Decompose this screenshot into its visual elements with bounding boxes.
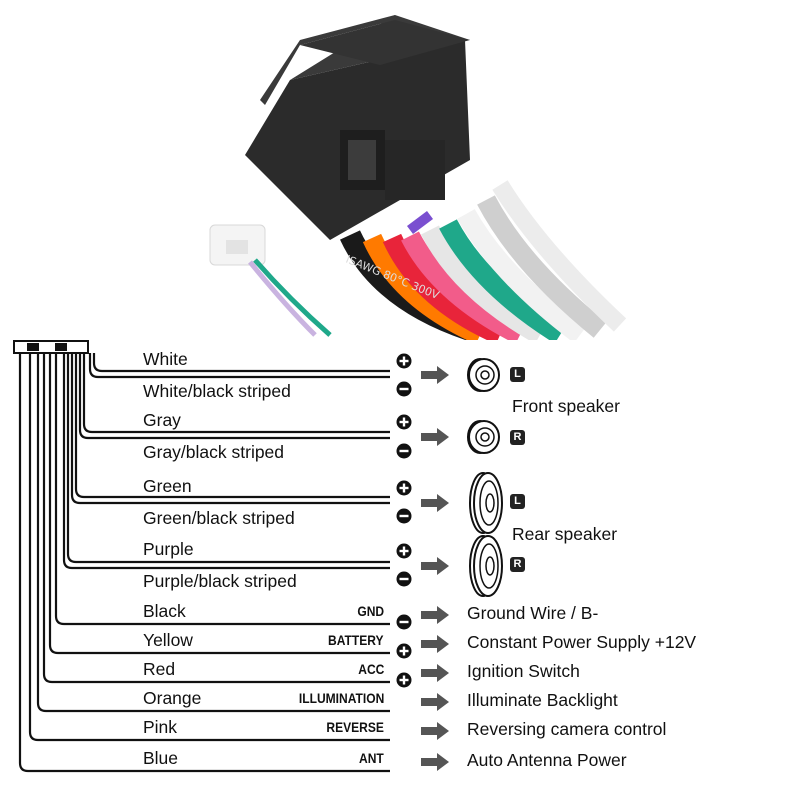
tweeter-speaker-icon-front-right bbox=[467, 420, 500, 454]
wire-label-white-black: White/black striped bbox=[143, 381, 291, 401]
arrow-right-icon-power-0 bbox=[421, 606, 449, 624]
speaker-side-badge-rear-left: L bbox=[510, 494, 525, 509]
power-wire-line-4 bbox=[28, 353, 390, 742]
destination-label-antenna: Auto Antenna Power bbox=[467, 750, 627, 770]
wire-label-yellow: Yellow bbox=[143, 630, 193, 650]
terminal-icon-power-0 bbox=[396, 614, 412, 630]
speaker-wire-line-6 bbox=[66, 353, 390, 564]
positive-terminal-icon-3 bbox=[396, 543, 412, 559]
function-label-acc: ACC bbox=[357, 661, 384, 677]
arrow-right-icon-power-3 bbox=[421, 693, 449, 711]
power-wire-line-2 bbox=[42, 353, 390, 684]
rear-speaker-label: Rear speaker bbox=[512, 524, 618, 544]
front-speaker-label: Front speaker bbox=[512, 396, 620, 416]
wire-label-white: White bbox=[143, 349, 188, 369]
positive-terminal-icon-1 bbox=[396, 414, 412, 430]
destination-label-reverse-camera: Reversing camera control bbox=[467, 719, 667, 739]
destination-label-ground: Ground Wire / B- bbox=[467, 603, 599, 623]
arrow-right-icon-power-1 bbox=[421, 635, 449, 653]
arrow-right-icon-front-left bbox=[421, 366, 449, 384]
speaker-wire-line-1 bbox=[88, 353, 390, 379]
wire-label-green-black: Green/black striped bbox=[143, 508, 295, 528]
positive-terminal-icon-0 bbox=[396, 353, 412, 369]
arrow-right-icon-rear-right bbox=[421, 557, 449, 575]
wire-label-gray-black: Gray/black striped bbox=[143, 442, 285, 462]
negative-terminal-icon-0 bbox=[396, 381, 412, 397]
wire-label-orange: Orange bbox=[143, 688, 202, 708]
wire-label-black: Black bbox=[143, 601, 186, 621]
arrow-right-icon-power-4 bbox=[421, 722, 449, 740]
negative-terminal-icon-2 bbox=[396, 508, 412, 524]
harness-wires-bundle bbox=[340, 180, 627, 340]
arrow-right-icon-rear-left bbox=[421, 494, 449, 512]
function-label-ant: ANT bbox=[359, 750, 384, 766]
oval-speaker-icon-rear-left bbox=[469, 472, 503, 534]
negative-terminal-icon-3 bbox=[396, 571, 412, 587]
power-wire-line-3 bbox=[36, 353, 390, 713]
speaker-wire-line-2 bbox=[82, 353, 390, 434]
wire-label-red: Red bbox=[143, 659, 176, 679]
arrow-right-icon-power-2 bbox=[421, 664, 449, 682]
speaker-wire-line-5 bbox=[70, 353, 390, 505]
tweeter-speaker-icon-front-left bbox=[467, 358, 500, 392]
wire-label-green: Green bbox=[143, 476, 192, 496]
destination-label-ignition: Ignition Switch bbox=[467, 661, 580, 681]
harness-connector-photo: ISAWG 80°C 300V bbox=[0, 0, 800, 340]
function-label-reverse: REVERSE bbox=[326, 719, 384, 735]
arrow-right-icon-power-5 bbox=[421, 753, 449, 771]
positive-terminal-icon-2 bbox=[396, 480, 412, 496]
terminal-icon-power-1 bbox=[396, 643, 412, 659]
oval-speaker-icon-rear-right bbox=[469, 535, 503, 597]
function-label-gnd: GND bbox=[357, 603, 384, 619]
arrow-right-icon-front-right bbox=[421, 428, 449, 446]
terminal-icon-power-2 bbox=[396, 672, 412, 688]
harness-connector bbox=[245, 15, 470, 240]
destination-label-backlight: Illuminate Backlight bbox=[467, 690, 618, 710]
wire-label-purple: Purple bbox=[143, 539, 194, 559]
function-label-illumination: ILLUMINATION bbox=[298, 690, 384, 706]
small-white-plug bbox=[209, 224, 332, 337]
negative-terminal-icon-1 bbox=[396, 443, 412, 459]
speaker-side-badge-front-left: L bbox=[510, 367, 525, 382]
power-wire-line-0 bbox=[54, 353, 390, 626]
wire-label-gray: Gray bbox=[143, 410, 181, 430]
wire-label-pink: Pink bbox=[143, 717, 178, 737]
speaker-wire-line-3 bbox=[78, 353, 390, 440]
power-wire-line-5 bbox=[18, 353, 390, 773]
speaker-wire-line-4 bbox=[74, 353, 390, 499]
speaker-side-badge-front-right: R bbox=[510, 430, 525, 445]
speaker-wire-line-0 bbox=[92, 353, 390, 373]
speaker-wire-line-7 bbox=[62, 353, 390, 570]
destination-label-constant-power: Constant Power Supply +12V bbox=[467, 632, 697, 652]
connector-symbol bbox=[13, 340, 89, 354]
speaker-side-badge-rear-right: R bbox=[510, 557, 525, 572]
wire-label-purple-black: Purple/black striped bbox=[143, 571, 297, 591]
function-label-battery: BATTERY bbox=[328, 632, 384, 648]
power-wire-line-1 bbox=[48, 353, 390, 655]
wire-label-blue: Blue bbox=[143, 748, 179, 768]
